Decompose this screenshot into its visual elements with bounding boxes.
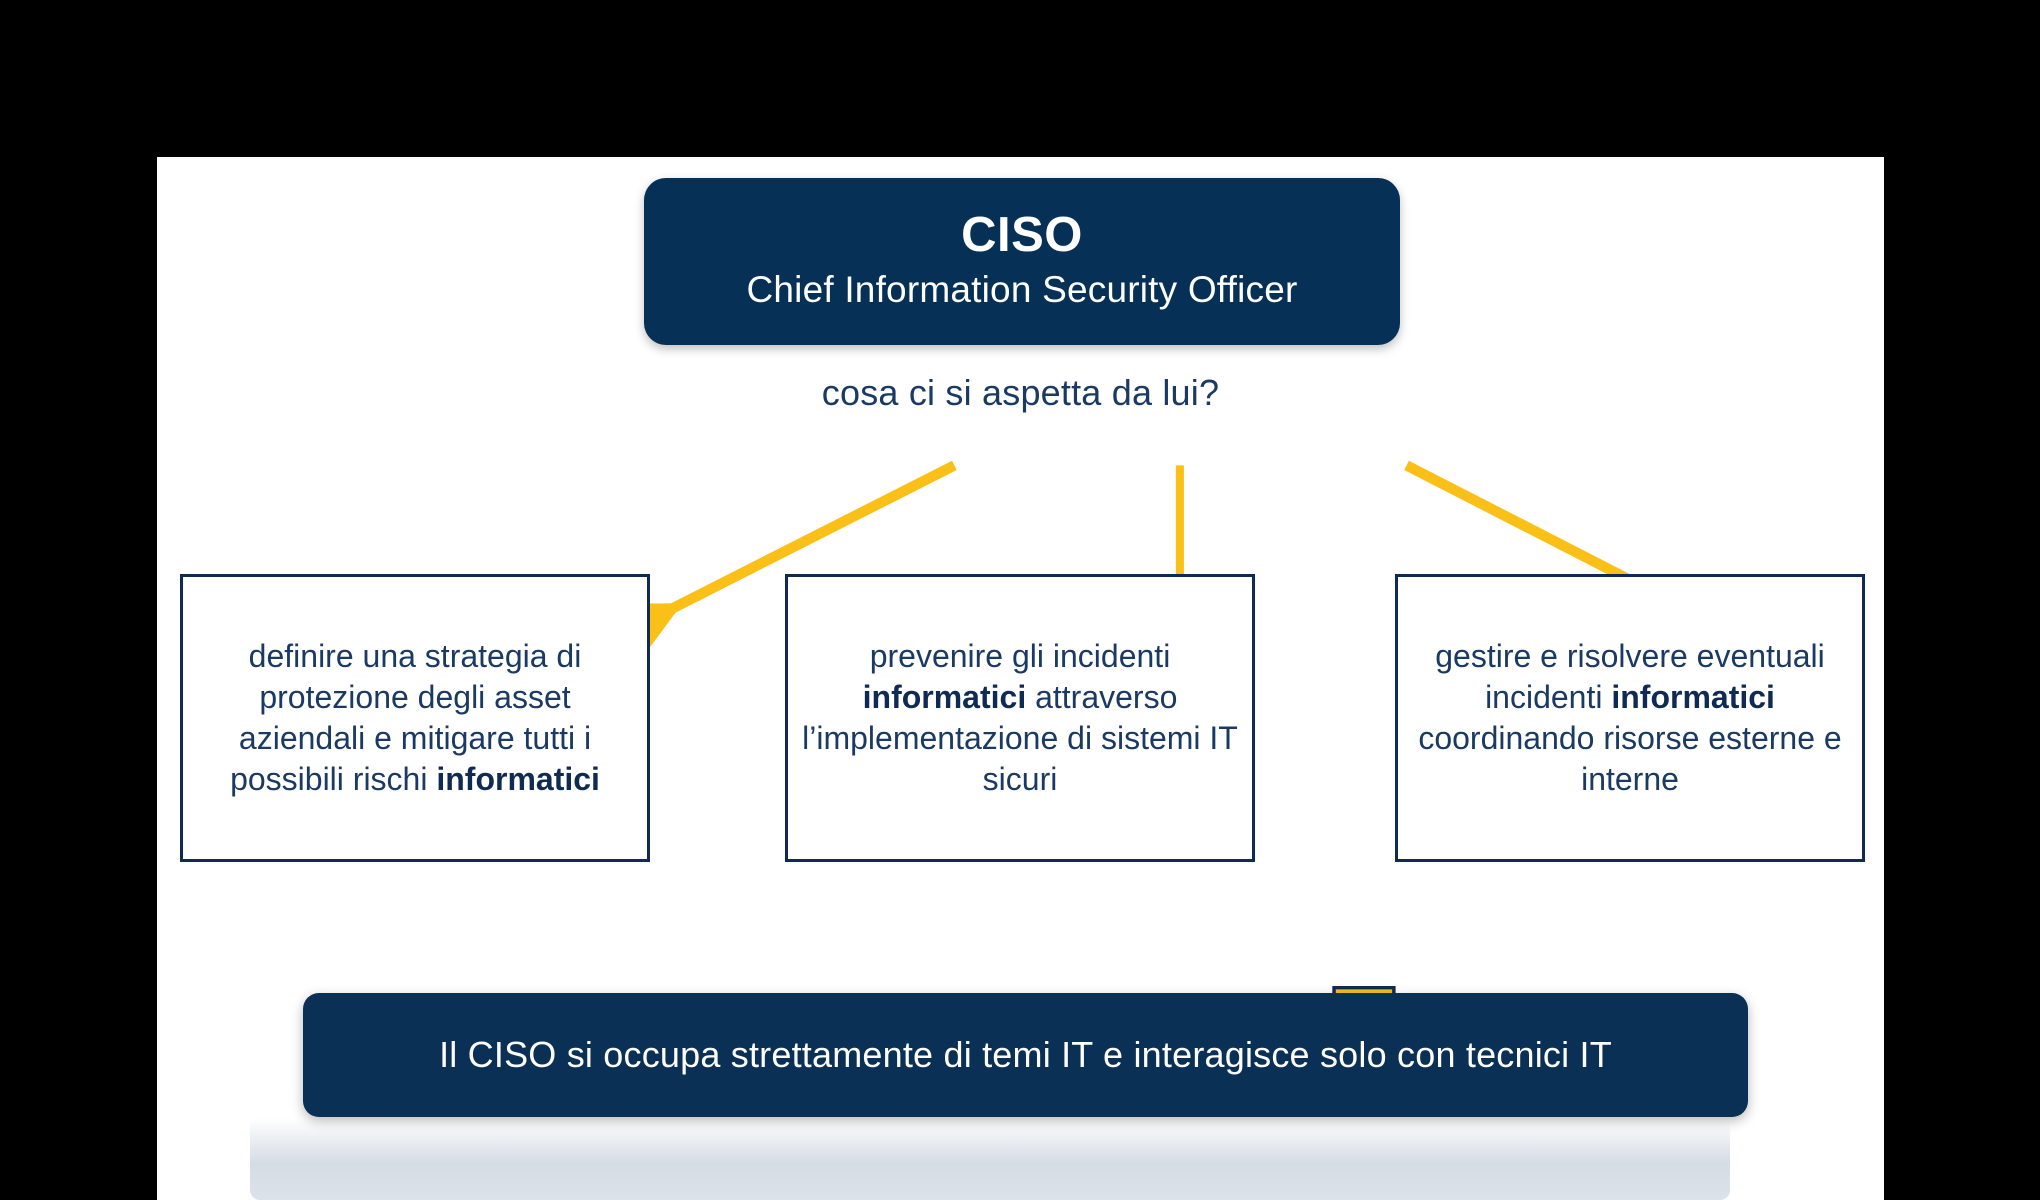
responsibility-box-2-text: prevenire gli incidenti informatici attr… (802, 636, 1238, 800)
box-2-seg-0: prevenire gli incidenti (869, 638, 1171, 675)
ciso-header-card: CISO Chief Information Security Officer (644, 178, 1400, 345)
box-3-seg-0: gestire e risolvere eventuali incidenti (1435, 638, 1825, 716)
ciso-acronym: CISO (961, 207, 1083, 262)
box-1-seg-1: informatici (436, 760, 600, 797)
slide-canvas: CISO Chief Information Security Officer … (157, 157, 1884, 1200)
responsibility-box-2: prevenire gli incidenti informatici attr… (785, 574, 1255, 862)
conclusion-banner: Il CISO si occupa strettamente di temi I… (303, 993, 1748, 1117)
responsibility-box-1: definire una strategia di protezione deg… (180, 574, 650, 862)
responsibility-box-3-text: gestire e risolvere eventuali incidenti … (1412, 636, 1848, 800)
ciso-expansion: Chief Information Security Officer (746, 269, 1298, 311)
box-3-seg-2: coordinando risorse esterne e interne (1418, 720, 1842, 797)
box-2-seg-2: attraverso l’implementazione di sistemi … (802, 679, 1238, 797)
responsibility-box-1-text: definire una strategia di protezione deg… (197, 636, 633, 800)
box-2-seg-1: informatici (862, 679, 1027, 716)
question-label: cosa ci si aspetta da lui? (821, 372, 1220, 413)
responsibility-box-3: gestire e risolvere eventuali incidenti … (1395, 574, 1865, 862)
slide-bottom-reflection (250, 1118, 1730, 1200)
conclusion-banner-text: Il CISO si occupa strettamente di temi I… (439, 1034, 1612, 1075)
box-1-seg-0: definire una strategia di protezione deg… (230, 638, 592, 797)
box-3-seg-1: informatici (1611, 679, 1775, 716)
